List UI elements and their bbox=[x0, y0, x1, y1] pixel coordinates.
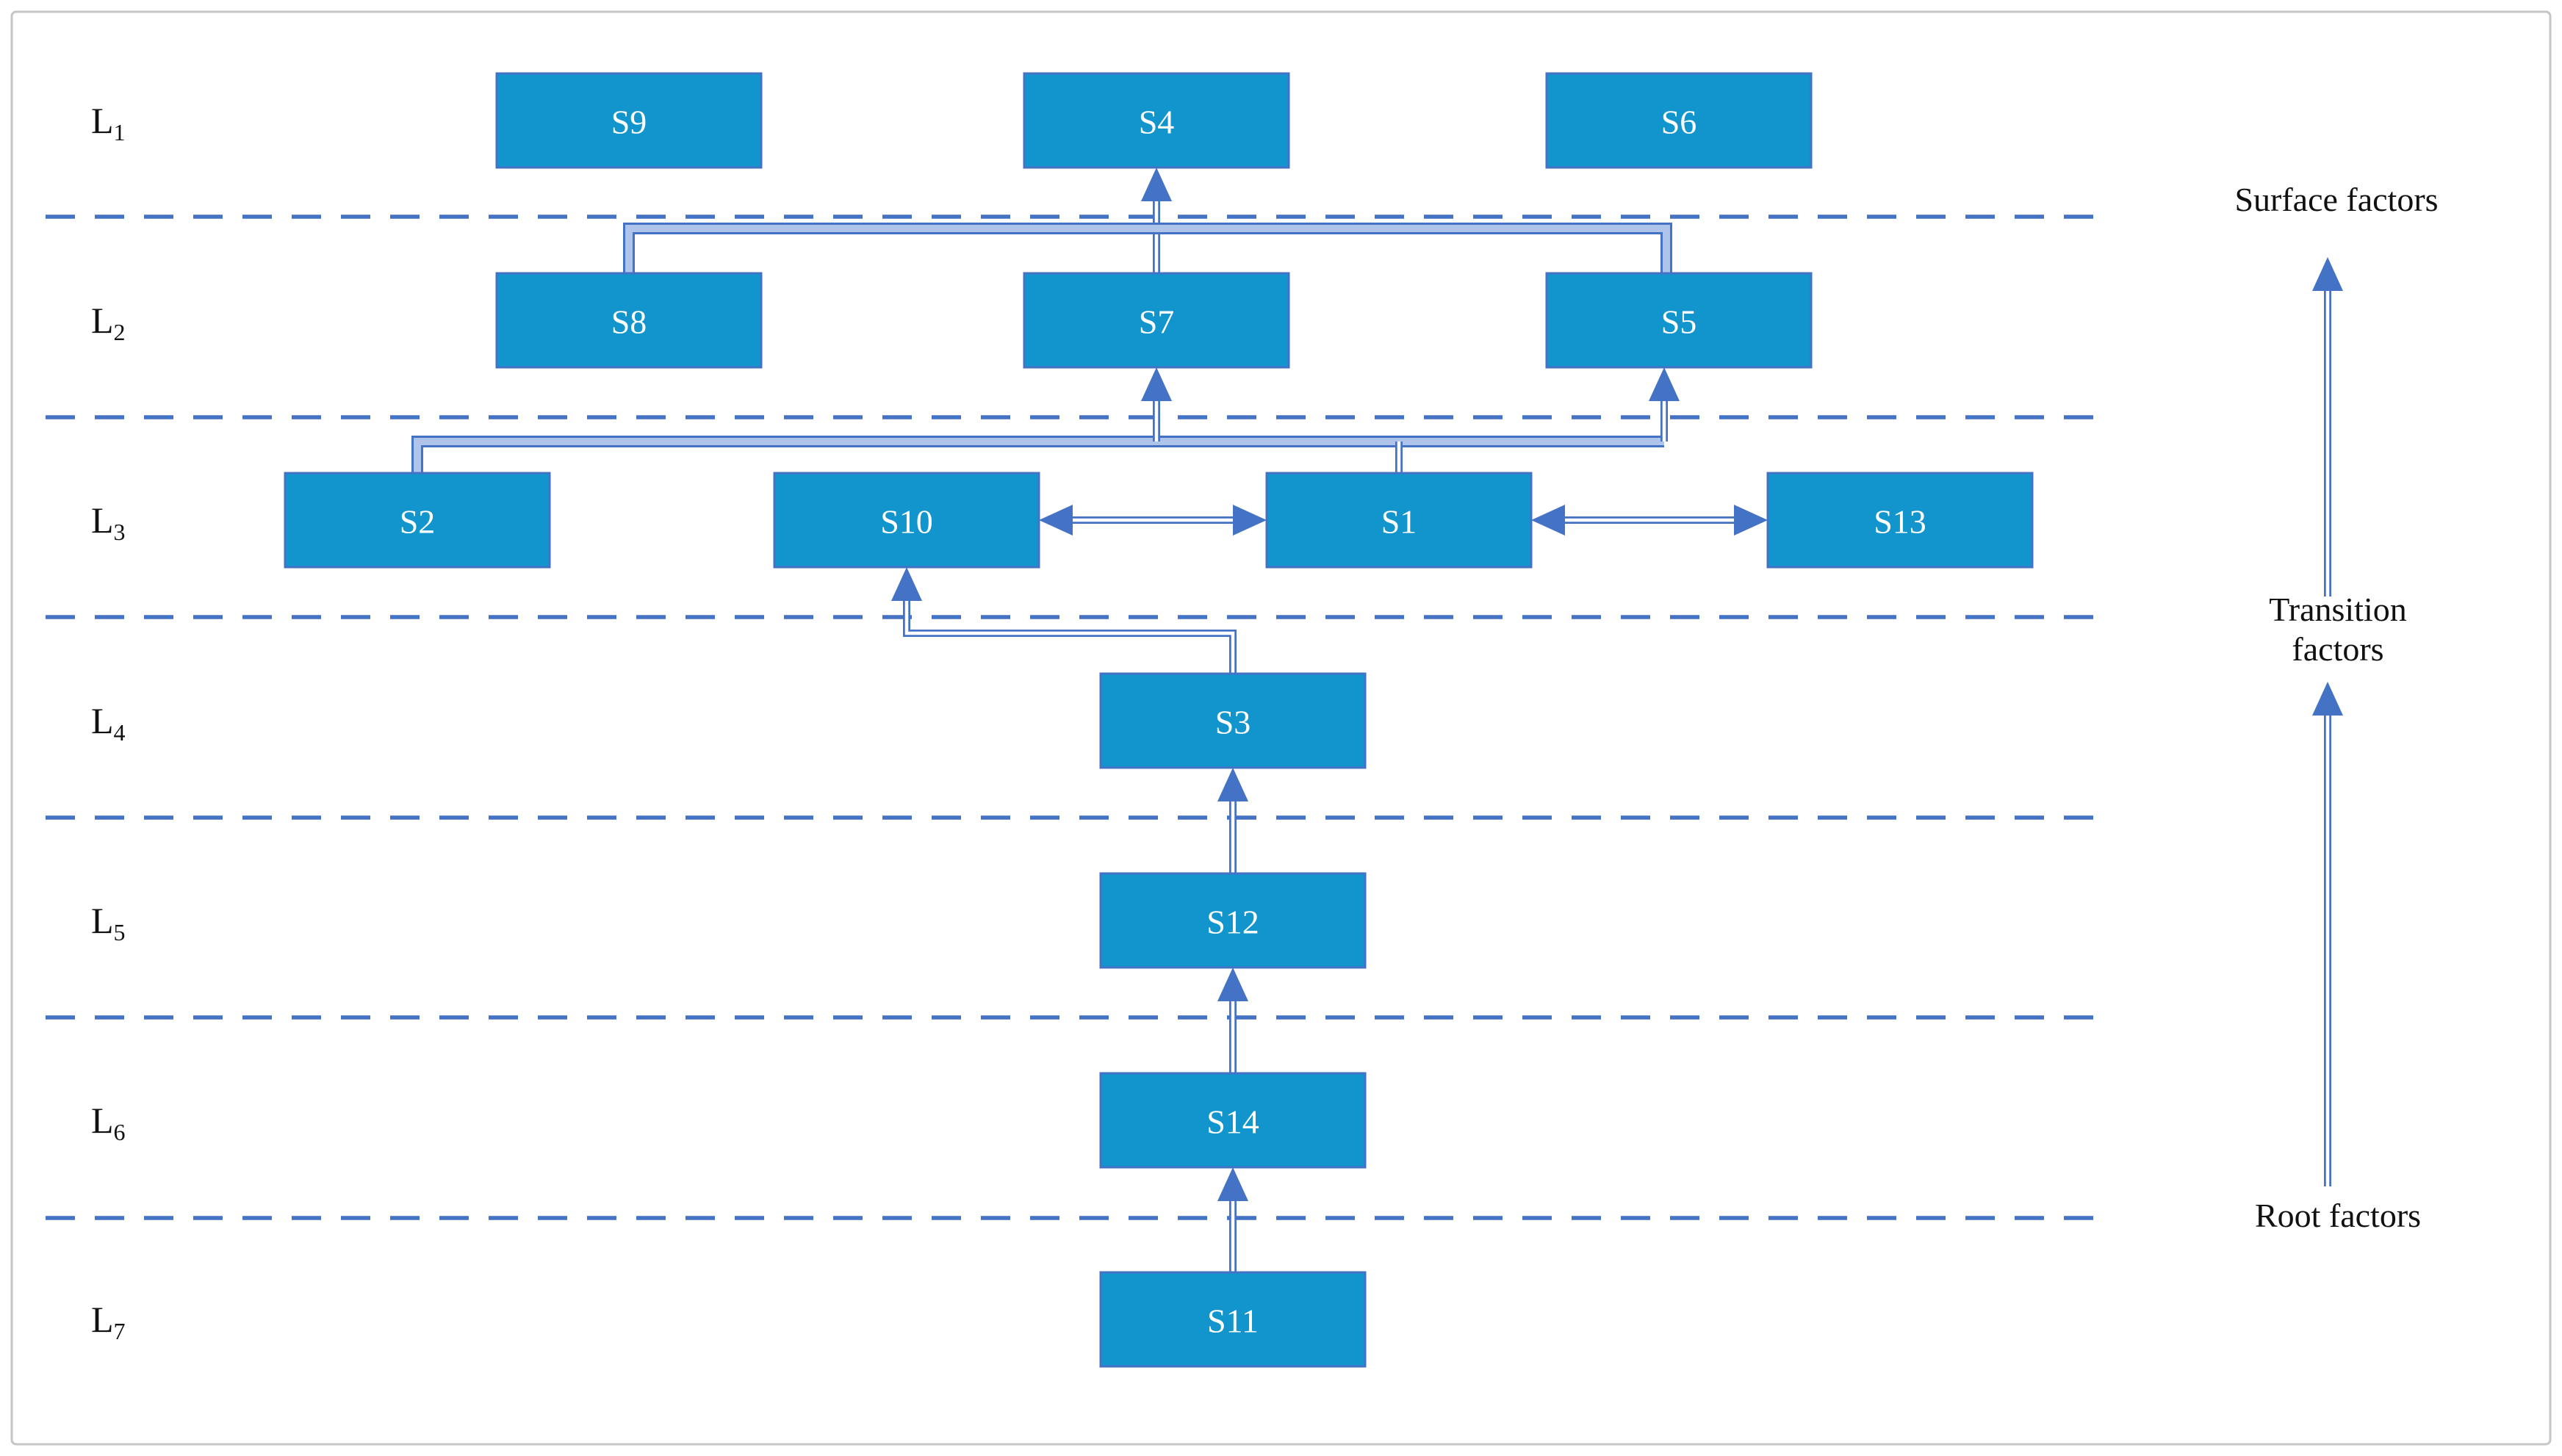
node-S7: S7 bbox=[1023, 272, 1290, 369]
node-S3-label: S3 bbox=[1215, 704, 1251, 741]
node-S14-label: S14 bbox=[1206, 1103, 1259, 1141]
node-S4-label: S4 bbox=[1139, 104, 1175, 141]
node-S10-box bbox=[773, 472, 1040, 569]
node-S13: S13 bbox=[1766, 472, 2034, 569]
node-S9-box bbox=[495, 72, 763, 169]
level-label-L1: L1 bbox=[91, 100, 126, 145]
level-label-subscript: 2 bbox=[114, 319, 126, 345]
level-label-main: L bbox=[91, 300, 114, 341]
level-label-subscript: 3 bbox=[114, 519, 126, 545]
node-S5-label: S5 bbox=[1661, 303, 1697, 341]
arrowhead bbox=[1217, 768, 1248, 801]
node-S1: S1 bbox=[1265, 472, 1533, 569]
node-S9-label: S9 bbox=[611, 104, 647, 141]
node-S14: S14 bbox=[1099, 1072, 1367, 1169]
level-label-main: L bbox=[91, 500, 114, 541]
node-S11: S11 bbox=[1099, 1271, 1367, 1368]
label-transition-factors-line-2: factors bbox=[2292, 630, 2383, 668]
node-S2-label: S2 bbox=[400, 503, 436, 541]
arrowhead bbox=[891, 567, 922, 601]
link-S8-S5-top-bus bbox=[623, 223, 1672, 273]
level-label-main: L bbox=[91, 1100, 114, 1141]
arrowhead bbox=[2312, 682, 2343, 716]
node-S6-label: S6 bbox=[1661, 104, 1697, 141]
node-S13-label: S13 bbox=[1874, 503, 1926, 541]
node-S12: S12 bbox=[1099, 872, 1367, 969]
arrow-root-to-transition bbox=[2312, 682, 2343, 1186]
edge-S3-S10 bbox=[891, 567, 1237, 674]
level-label-main: L bbox=[91, 1299, 114, 1340]
arrowhead bbox=[2312, 257, 2343, 291]
page-border bbox=[10, 10, 2552, 1446]
level-label-subscript: 5 bbox=[114, 919, 126, 945]
level-label-L4: L4 bbox=[91, 700, 126, 746]
node-S8-label: S8 bbox=[611, 303, 647, 341]
node-S8: S8 bbox=[495, 272, 763, 369]
level-label-subscript: 1 bbox=[114, 119, 126, 145]
arrow-transition-to-surface bbox=[2312, 257, 2343, 597]
label-surface-factors: Surface factors bbox=[2234, 181, 2438, 218]
arrowhead bbox=[1217, 1167, 1248, 1201]
edge-bus-S5 bbox=[1649, 367, 1680, 442]
level-label-subscript: 4 bbox=[114, 719, 126, 746]
node-S2: S2 bbox=[284, 472, 551, 569]
edge-S7-S4 bbox=[1141, 167, 1172, 273]
level-label-L5: L5 bbox=[91, 900, 126, 945]
node-S6: S6 bbox=[1545, 72, 1813, 169]
node-S3: S3 bbox=[1099, 672, 1367, 769]
level-label-subscript: 7 bbox=[114, 1318, 126, 1344]
label-surface-factors-line-1: Surface factors bbox=[2234, 181, 2438, 218]
node-S11-label: S11 bbox=[1207, 1302, 1259, 1340]
label-root-factors: Root factors bbox=[2255, 1197, 2421, 1234]
node-S9: S9 bbox=[495, 72, 763, 169]
arrowhead bbox=[1734, 505, 1768, 536]
node-S1-box bbox=[1265, 472, 1533, 569]
label-root-factors-line-1: Root factors bbox=[2255, 1197, 2421, 1234]
node-S8-box bbox=[495, 272, 763, 369]
node-S1-label: S1 bbox=[1381, 503, 1417, 541]
node-S4: S4 bbox=[1023, 72, 1290, 169]
node-S14-box bbox=[1099, 1072, 1367, 1169]
node-S13-box bbox=[1766, 472, 2034, 569]
edge-S1-S13 bbox=[1531, 505, 1768, 536]
node-S12-label: S12 bbox=[1206, 904, 1259, 941]
node-S10: S10 bbox=[773, 472, 1040, 569]
label-transition-factors-line-1: Transition bbox=[2269, 591, 2406, 628]
level-label-L6: L6 bbox=[91, 1100, 126, 1145]
level-label-L7: L7 bbox=[91, 1299, 126, 1344]
arrowhead bbox=[1217, 967, 1248, 1001]
node-S5-box bbox=[1545, 272, 1813, 369]
edge-S14-S12 bbox=[1217, 967, 1248, 1073]
arrowhead bbox=[1531, 505, 1565, 536]
node-S7-label: S7 bbox=[1139, 303, 1175, 341]
level-label-main: L bbox=[91, 100, 114, 141]
node-S6-box bbox=[1545, 72, 1813, 169]
level-label-L2: L2 bbox=[91, 300, 126, 345]
level-label-main: L bbox=[91, 700, 114, 741]
arrowhead bbox=[1039, 505, 1073, 536]
edge-S12-S3 bbox=[1217, 768, 1248, 873]
edge-S10-S1 bbox=[1039, 505, 1267, 536]
node-S4-box bbox=[1023, 72, 1290, 169]
arrowhead bbox=[1649, 367, 1680, 401]
node-S12-box bbox=[1099, 872, 1367, 969]
arrowhead bbox=[1141, 367, 1172, 401]
arrowhead bbox=[1141, 167, 1172, 201]
arrowhead bbox=[1233, 505, 1267, 536]
node-S10-label: S10 bbox=[880, 503, 933, 541]
level-label-L3: L3 bbox=[91, 500, 126, 545]
node-S3-box bbox=[1099, 672, 1367, 769]
node-S2-box bbox=[284, 472, 551, 569]
link-L3-bus bbox=[411, 436, 1664, 473]
node-S7-box bbox=[1023, 272, 1290, 369]
node-S5: S5 bbox=[1545, 272, 1813, 369]
node-S11-box bbox=[1099, 1271, 1367, 1368]
level-label-main: L bbox=[91, 900, 114, 941]
edge-bus-S7 bbox=[1141, 367, 1172, 442]
level-label-subscript: 6 bbox=[114, 1119, 126, 1145]
edge-S11-S14 bbox=[1217, 1167, 1248, 1272]
